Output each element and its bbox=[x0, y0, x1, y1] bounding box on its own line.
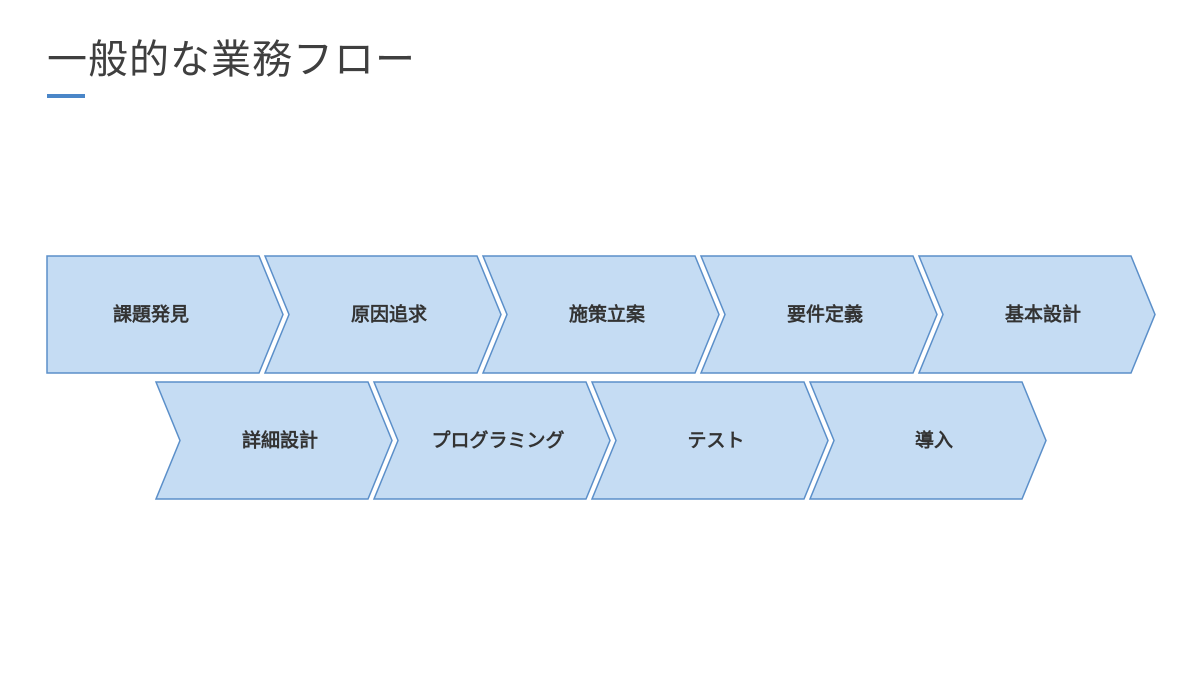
flow-step: 導入 bbox=[808, 381, 1047, 500]
flow-row-1: 課題発見 原因追求 施策立案 要件定義 基本設計 bbox=[46, 255, 1156, 374]
flow-row-2: 詳細設計 プログラミング テスト 導入 bbox=[154, 381, 1047, 500]
flow-step: 要件定義 bbox=[699, 255, 938, 374]
flow-step: 詳細設計 bbox=[154, 381, 393, 500]
flow-step-label: 導入 bbox=[915, 429, 953, 452]
flow-step-label: 要件定義 bbox=[787, 303, 863, 326]
title-accent-bar bbox=[47, 94, 85, 98]
flow-step-label: 原因追求 bbox=[351, 303, 428, 326]
flow-step-label: 課題発見 bbox=[113, 303, 189, 326]
flow-step: 原因追求 bbox=[263, 255, 502, 374]
flow-step: 基本設計 bbox=[917, 255, 1156, 374]
flow-step-chevron bbox=[699, 255, 938, 374]
flow-step-chevron bbox=[263, 255, 502, 374]
flow-step-label: テスト bbox=[687, 430, 744, 452]
flow-step-label: 基本設計 bbox=[1004, 303, 1081, 326]
flow-step-chevron bbox=[154, 381, 393, 500]
flow-step-chevron bbox=[372, 381, 611, 500]
flow-step-chevron bbox=[917, 255, 1156, 374]
flow-step-chevron bbox=[808, 381, 1047, 500]
flow-step: テスト bbox=[590, 381, 829, 500]
flow-step-chevron bbox=[590, 381, 829, 500]
flow-step: 課題発見 bbox=[46, 255, 284, 374]
flow-step: 施策立案 bbox=[481, 255, 720, 374]
flow-step: プログラミング bbox=[372, 381, 611, 500]
flow-step-chevron bbox=[481, 255, 720, 374]
flow-step-label: プログラミング bbox=[431, 429, 564, 452]
flow-step-chevron bbox=[46, 255, 284, 374]
page-title: 一般的な業務フロー bbox=[47, 37, 416, 83]
flow-step-label: 施策立案 bbox=[569, 303, 646, 326]
flow-step-label: 詳細設計 bbox=[242, 429, 318, 452]
